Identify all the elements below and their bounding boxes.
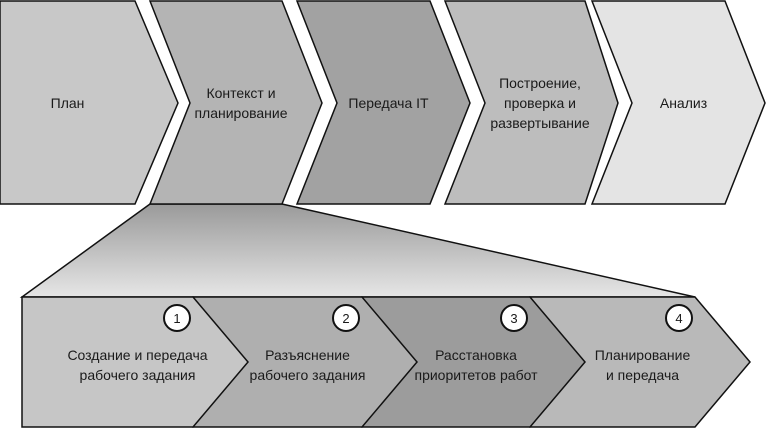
- step-number: 4: [675, 311, 682, 326]
- phase-label: планирование: [194, 105, 287, 121]
- step-chevron-1: Создание и передача рабочего задания 1: [21, 296, 249, 428]
- phase-shape: [148, 0, 323, 205]
- phase-shape: [590, 0, 766, 205]
- step-label: и передача: [606, 367, 679, 383]
- phase-chevron-4: Построение, проверка и развертывание: [443, 0, 619, 205]
- phase-chevron-3: Передача IT: [295, 0, 471, 205]
- step-chevron-2: Разъяснение рабочего задания 2: [192, 296, 418, 428]
- step-label: Создание и передача: [67, 347, 207, 363]
- step-number-badge: 3: [500, 304, 528, 332]
- step-chevron-4: Планирование и передача 4: [529, 296, 751, 428]
- phase-label: Передача IT: [348, 95, 429, 111]
- step-label: Расстановка: [435, 347, 517, 363]
- phase-chevron-2: Контекст и планирование: [148, 0, 323, 205]
- step-number-badge: 4: [665, 304, 693, 332]
- step-shape: [21, 296, 249, 428]
- step-chevron-3: Расстановка приоритетов работ 3: [361, 296, 586, 428]
- step-number-badge: 1: [163, 304, 191, 332]
- step-label: приоритетов работ: [414, 367, 538, 383]
- step-label: Разъяснение: [265, 347, 350, 363]
- step-number: 1: [173, 311, 180, 326]
- step-label: Планирование: [595, 347, 691, 363]
- step-label: рабочего задания: [80, 367, 196, 383]
- step-number: 3: [510, 311, 517, 326]
- phase-label: развертывание: [490, 115, 589, 131]
- phase-label: Построение,: [499, 75, 581, 91]
- phase-shape: [295, 0, 471, 205]
- step-number-badge: 2: [332, 304, 360, 332]
- step-label: рабочего задания: [250, 367, 366, 383]
- phase-shape: [0, 0, 179, 205]
- phase-chevron-5: Анализ: [590, 0, 766, 205]
- phase-label: Анализ: [660, 95, 707, 111]
- phase-label: Контекст и: [206, 85, 275, 101]
- phase-chevron-1: План: [0, 0, 179, 205]
- phase-shape: [443, 0, 619, 205]
- zoom-funnel: [19, 203, 696, 298]
- step-number: 2: [342, 311, 349, 326]
- phase-label: План: [51, 95, 85, 111]
- phase-label: проверка и: [504, 95, 576, 111]
